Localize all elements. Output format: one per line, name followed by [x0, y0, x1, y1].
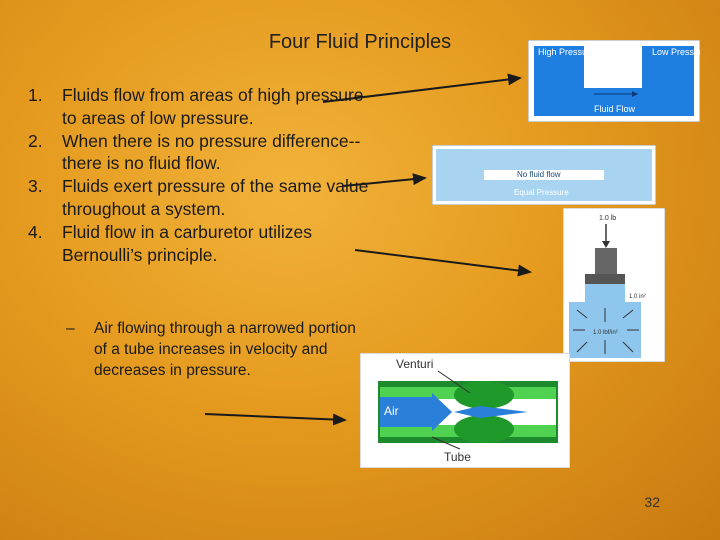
sub-text: Air flowing through a narrowed portion o…	[94, 320, 356, 379]
sub-dash: –	[66, 320, 75, 337]
page-number: 32	[644, 494, 660, 510]
fluid-flow-label: Fluid Flow	[594, 104, 636, 114]
no-fluid-flow-label: No fluid flow	[517, 170, 561, 179]
arrow-to-venturi-diagram	[204, 413, 347, 426]
venturi-label: Venturi	[396, 357, 433, 371]
area-label: 1.0 in²	[629, 294, 646, 300]
item-number: 4.	[28, 221, 43, 242]
item-text: Fluids exert pressure of the same value …	[62, 176, 369, 219]
flow-diagram: High Pressure Low Pressure Fluid Flow	[528, 40, 700, 122]
high-text: High Pressure	[538, 47, 595, 57]
no-flow-diagram: No fluid flow Equal Pressure	[432, 145, 656, 205]
arrow-to-no-flow-diagram	[342, 173, 427, 187]
pressure-cylinder-diagram: 1.0 lb 1.0 in² 1.0 lbf/in²	[563, 208, 665, 362]
item-number: 1.	[28, 85, 43, 105]
high-pressure-label: High Pressure	[538, 47, 595, 57]
principles-list: 1. Fluids flow from areas of high pressur…	[28, 84, 373, 266]
item-text: Fluids flow from areas of high pressure …	[62, 85, 364, 128]
flow-arrowhead-icon	[632, 91, 638, 97]
list-item: 4. Fluid flow in a carburetor utilizes Be…	[28, 221, 373, 267]
pressure-inner-label: 1.0 lbf/in²	[593, 330, 618, 336]
item-number: 3.	[28, 176, 43, 197]
list-item: 3. Fluids exert pressure of the same valu…	[28, 175, 373, 221]
item-text: When there is no pressure difference--th…	[62, 130, 361, 174]
pressure-arrows-icon	[573, 308, 639, 354]
item-text: Fluid flow in a carburetor utilizes Bern…	[62, 221, 312, 265]
low-pressure-label: Low Pressure	[652, 47, 700, 57]
arrow-to-pressure-diagram	[354, 249, 532, 277]
equal-pressure-label: Equal Pressure	[514, 188, 569, 197]
list-item: 2. When there is no pressure difference--…	[28, 130, 373, 176]
slide-title: Four Fluid Principles	[268, 31, 452, 53]
list-item: 1. Fluids flow from areas of high pressur…	[28, 84, 373, 130]
sub-point: – Air flowing through a narrowed portion…	[66, 318, 356, 381]
air-arrow-icon	[432, 393, 452, 431]
force-label: 1.0 lb	[599, 215, 616, 222]
venturi-diagram: Air Venturi Tube	[360, 353, 570, 468]
force-arrow-icon	[602, 241, 610, 248]
item-number: 2.	[28, 130, 43, 151]
tube-label: Tube	[444, 450, 471, 464]
piston	[595, 248, 617, 282]
venturi-flow-icon	[454, 406, 528, 418]
air-label: Air	[384, 404, 399, 418]
arrow-to-flow-diagram	[322, 73, 522, 103]
